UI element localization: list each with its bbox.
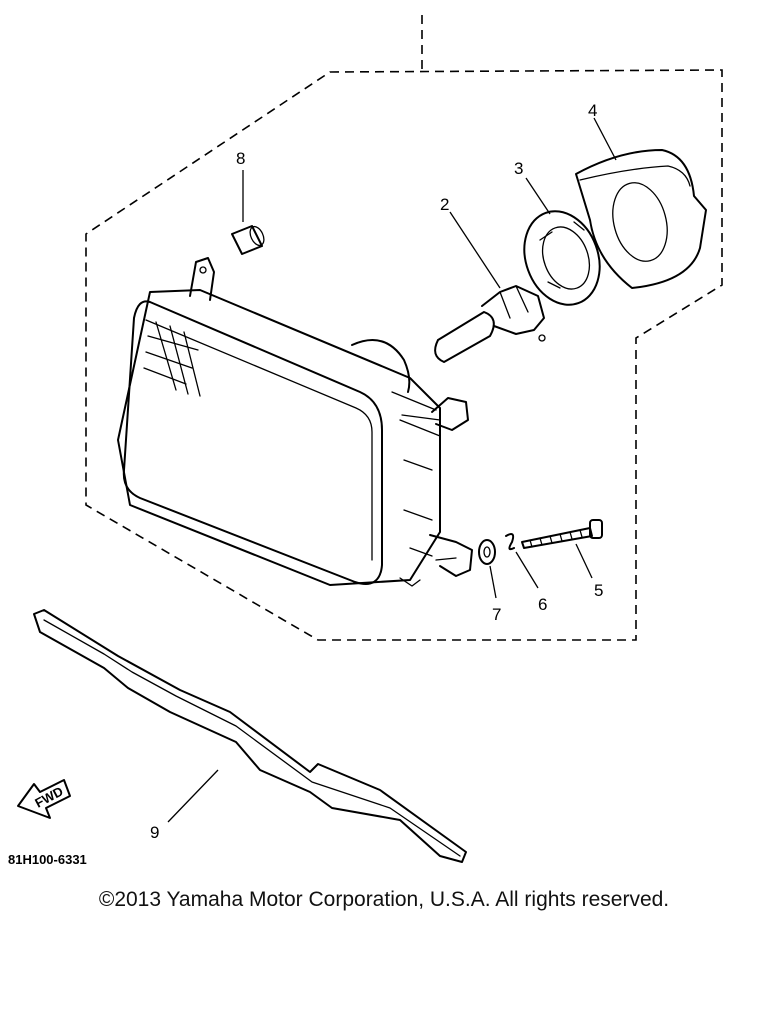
exploded-parts-diagram: FWD 8 2 3 4 5 6 7 9 81H100-6331 [8,15,723,867]
assembly-boundary [85,15,723,641]
callout-8: 8 [236,149,245,168]
part-code: 81H100-6331 [8,852,87,867]
callout-2: 2 [440,195,449,214]
copyright-notice: ©2013 Yamaha Motor Corporation, U.S.A. A… [98,888,670,911]
callout-3: 3 [514,159,523,178]
washer-part [478,539,497,599]
socket-part [523,177,601,306]
callout-5: 5 [594,581,603,600]
headlight-unit [117,257,473,587]
grommet-part [231,170,265,255]
adjusting-screw-part [521,519,603,579]
callout-9: 9 [150,823,159,842]
callout-6: 6 [538,595,547,614]
rubber-cover-part [575,117,707,289]
bulb-part [434,211,546,363]
callout-7: 7 [492,605,501,624]
forward-arrow-icon: FWD [17,779,71,819]
spring-part [505,533,539,589]
callout-4: 4 [588,101,597,120]
plate-part [33,609,467,863]
